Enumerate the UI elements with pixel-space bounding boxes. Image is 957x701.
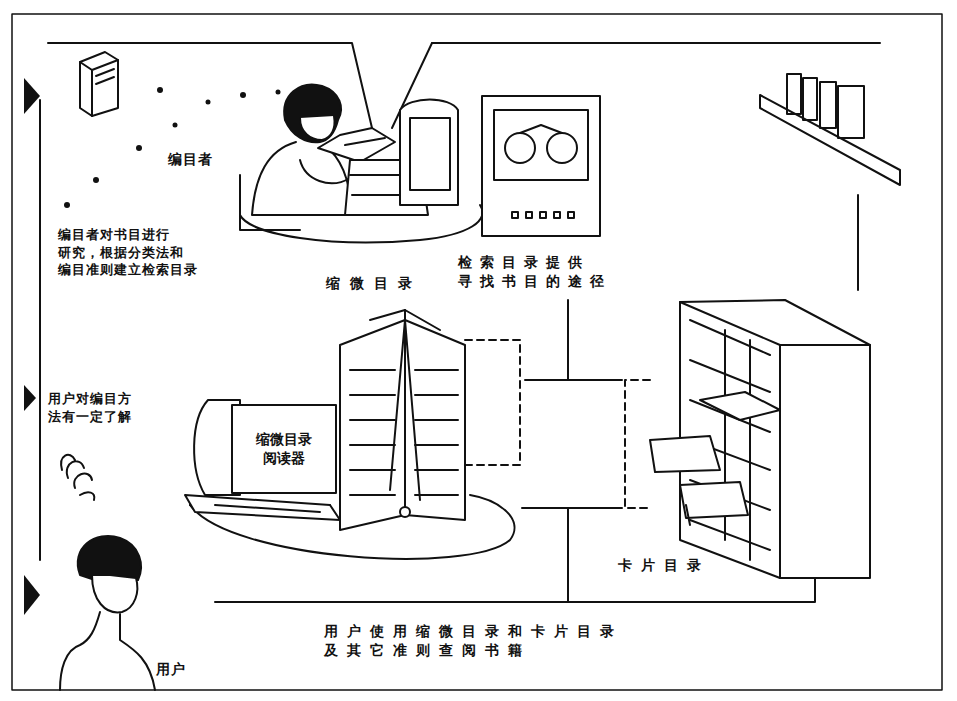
arrow-markers [24,78,40,615]
terminal-desk [240,100,483,243]
caption-label: 编目者 [168,150,248,169]
screen-box: 缩微目录 阅读器 [236,410,332,488]
card-catalogue [650,300,870,578]
microfiche-reader [185,400,340,520]
caption-label: 用户对编目方 法有一定了解 [48,390,148,425]
book-icon [80,52,118,116]
caption-label: 检索目录提供 寻找书目的途径 [458,253,630,291]
fiche-stand [340,310,465,530]
leader-lines [40,43,880,602]
caption-label: 卡片目录 [618,556,768,575]
user-figure [60,536,155,690]
dashed-brackets [465,340,650,508]
caption-label: 用户 [156,660,216,679]
caption-label: 用户使用缩微目录和卡片目录 及其它准则查阅书籍 [324,622,654,660]
caption-label: 编目者对书目进行 研究，根据分类法和 编目准则建立检索目录 [58,226,210,279]
screen-text: 缩微目录 阅读器 [248,430,320,468]
hand-gesture [61,455,94,500]
dots-trail [64,87,281,208]
book-shelf [760,74,900,185]
frame [12,14,942,690]
tape-drive [482,96,600,236]
caption-label: 缩微目录 [326,274,476,293]
